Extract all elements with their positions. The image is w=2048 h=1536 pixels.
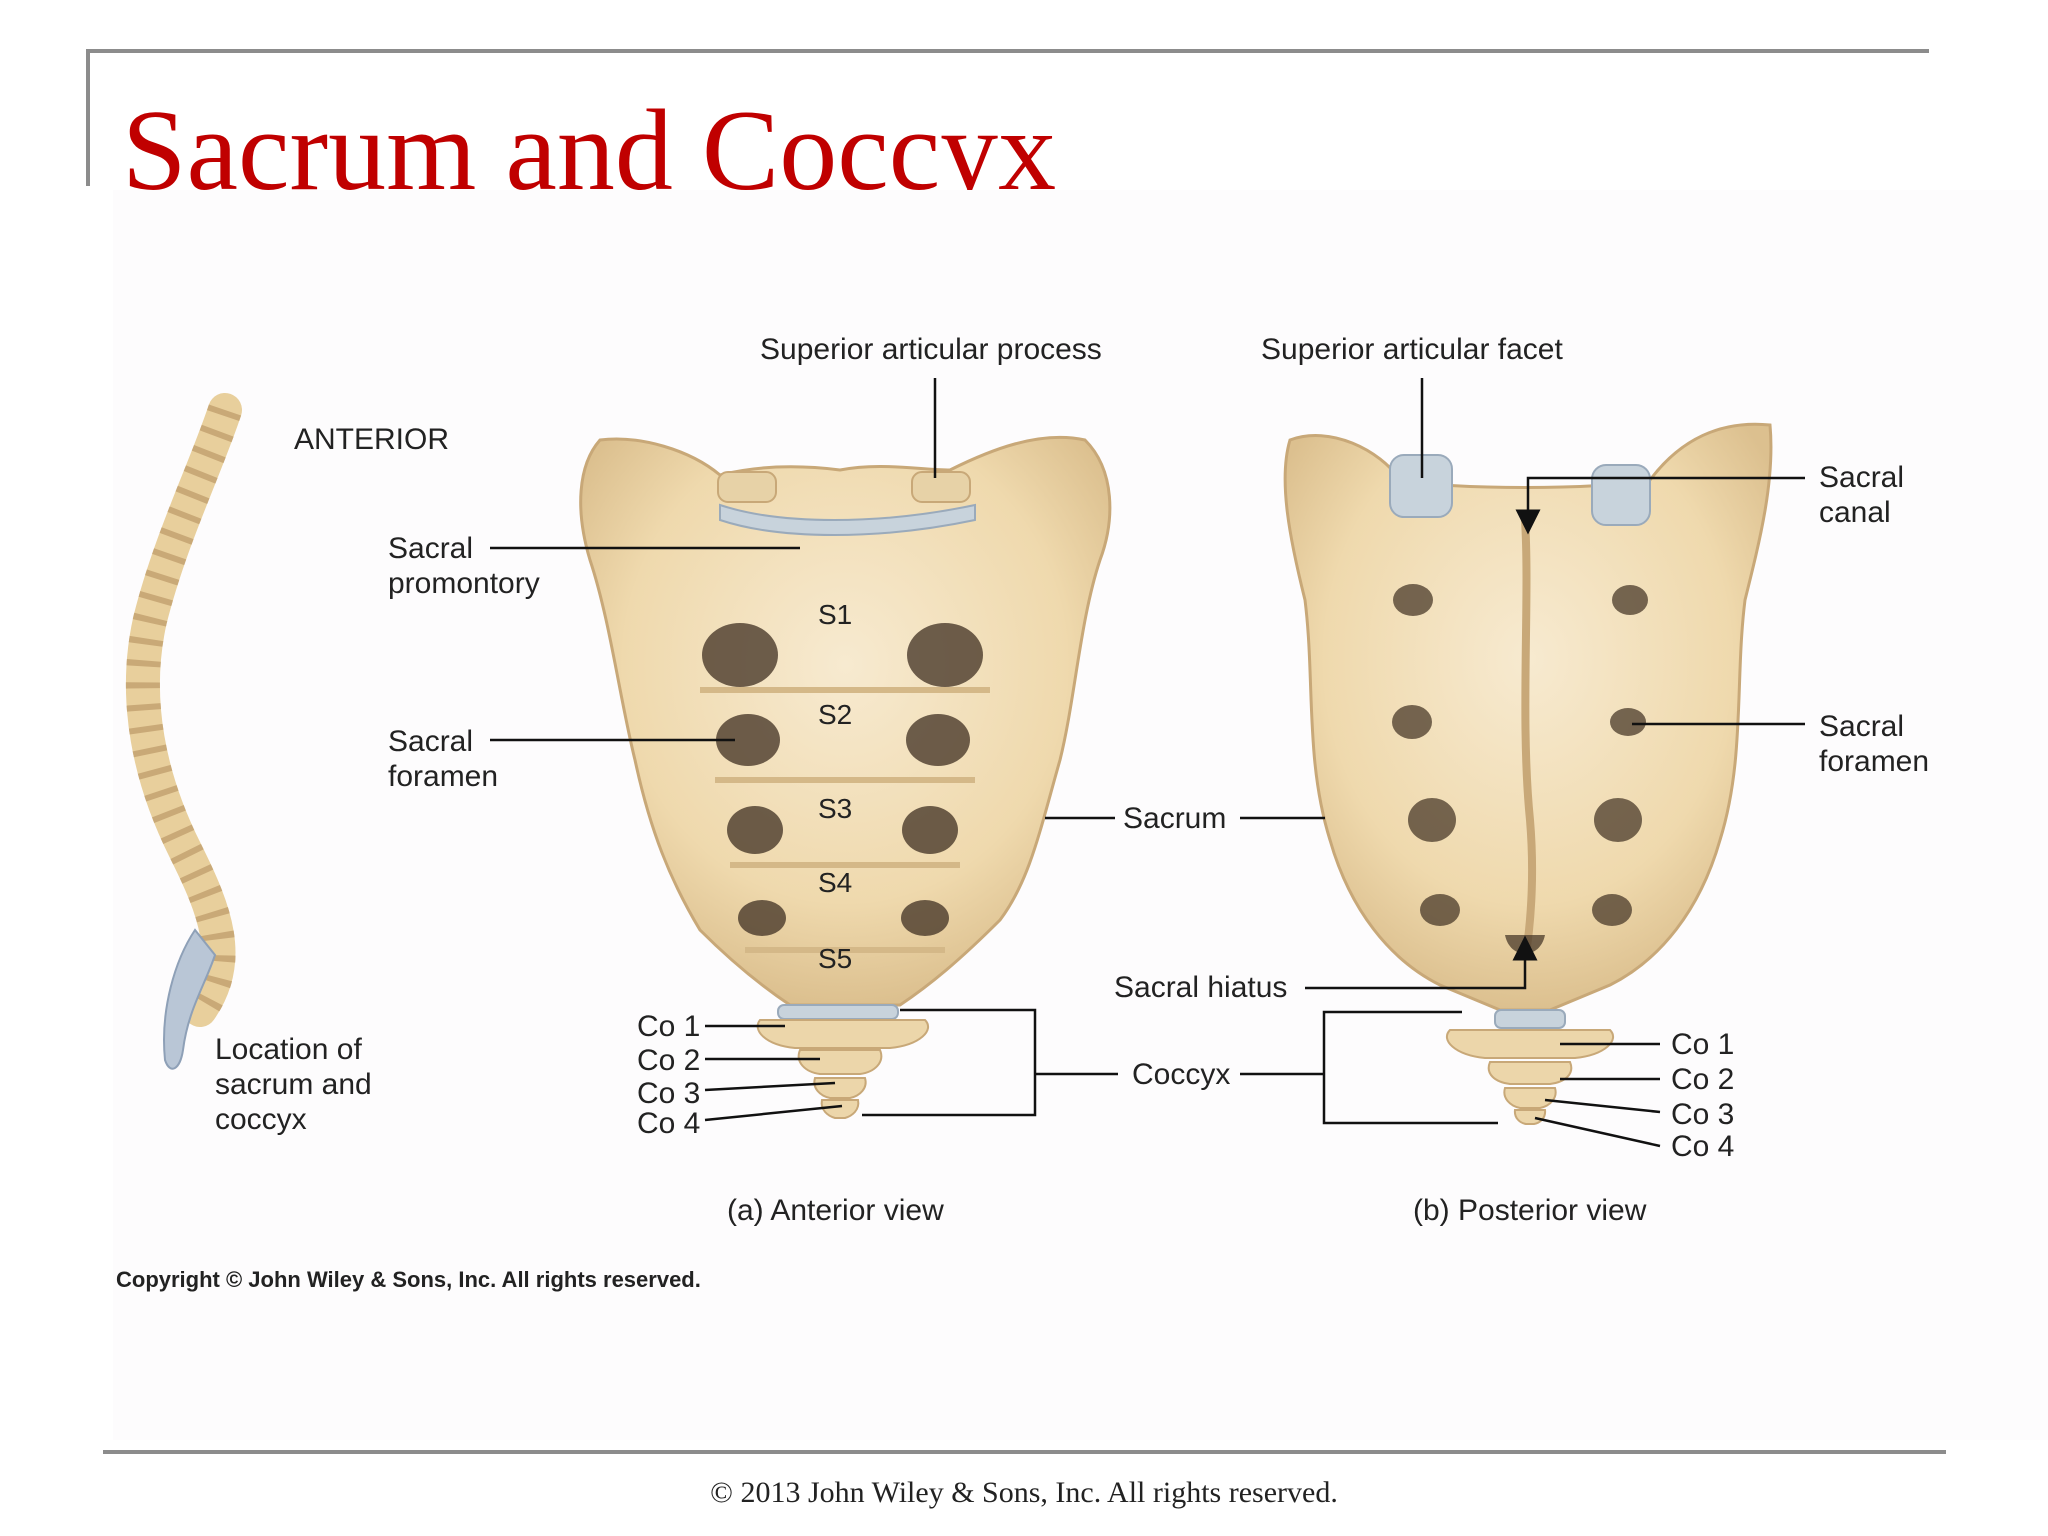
anterior-co2-label: Co 2 [637,1044,700,1077]
superior-articular-facet-label: Superior articular facet [1261,333,1563,366]
segment-s4-label: S4 [818,867,852,898]
sacral-hiatus-arrow [1305,935,1538,990]
sacral-hiatus-label: Sacral hiatus [1114,971,1287,1004]
anterior-co4-label: Co 4 [637,1107,700,1140]
figure-copyright: Copyright © John Wiley & Sons, Inc. All … [116,1267,701,1292]
coccyx-right-bracket [1322,1010,1498,1125]
posterior-right-facet [1591,464,1651,526]
posterior-view-caption: (b) Posterior view [1413,1194,1647,1227]
segment-s5-label: S5 [818,943,852,974]
posterior-sacrum-illustration [1283,422,1773,1125]
anterior-orientation-label: ANTERIOR [294,423,449,456]
anterior-s1-disc [719,503,976,536]
anterior-co3-label: Co 3 [637,1077,700,1110]
posterior-co1-label: Co 1 [1671,1028,1734,1061]
posterior-co2-label: Co 2 [1671,1063,1734,1096]
spine-sacrum-highlight [163,928,217,1070]
segment-s1-label: S1 [818,599,852,630]
frame-left-rule [86,49,90,186]
posterior-co4-label: Co 4 [1671,1130,1734,1163]
location-caption-line-1: Location of [215,1033,362,1066]
posterior-co3-label: Co 3 [1671,1098,1734,1131]
sacral-canal-arrow [1515,476,1805,535]
sacrum-label: Sacrum [1123,802,1226,835]
segment-s3-label: S3 [818,793,852,824]
superior-articular-process-label: Superior articular process [760,333,1102,366]
anterior-view-caption: (a) Anterior view [727,1194,944,1227]
coccyx-label: Coccyx [1132,1058,1230,1091]
sacral-foramen-posterior-label-line-2: foramen [1819,745,1929,778]
anterior-co1-label: Co 1 [637,1010,700,1043]
frame-bottom-rule [103,1450,1946,1454]
sacral-foramen-anterior-label-line-1: Sacral [388,725,473,758]
vertebral-column-illustration [125,393,242,1070]
coccyx-left-bracket [862,1008,1037,1117]
location-caption-line-3: coccyx [215,1103,307,1136]
sacral-canal-label-line-1: Sacral [1819,461,1904,494]
sacral-promontory-label-line-2: promontory [388,567,540,600]
sacral-promontory-label-line-1: Sacral [388,532,473,565]
anterior-sacrum-illustration [579,435,1112,1119]
sacral-foramen-posterior-label-line-1: Sacral [1819,710,1904,743]
frame-top-rule [86,49,1929,53]
slide-footer-copyright: © 2013 John Wiley & Sons, Inc. All right… [710,1476,1338,1509]
sacral-canal-label-line-2: canal [1819,496,1891,529]
location-caption-line-2: sacrum and [215,1068,372,1101]
segment-s2-label: S2 [818,699,852,730]
sacral-foramen-anterior-label-line-2: foramen [388,760,498,793]
